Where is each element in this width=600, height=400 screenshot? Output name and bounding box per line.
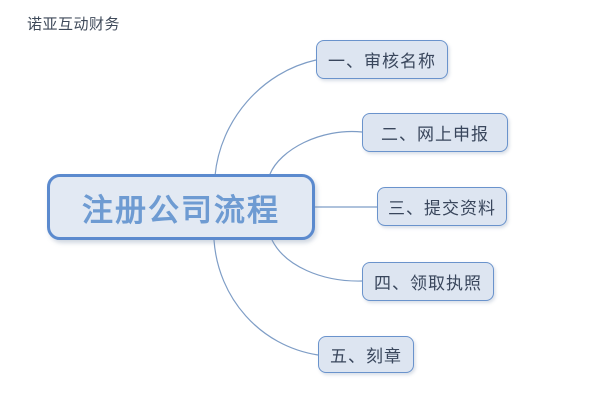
branch-node-3-label: 三、提交资料 <box>388 199 496 219</box>
branch-node-3[interactable]: 三、提交资料 <box>377 187 507 226</box>
branch-node-5[interactable]: 五、刻章 <box>318 336 414 373</box>
connector-to-branch-2 <box>269 130 363 175</box>
connector-to-branch-1 <box>214 59 317 177</box>
central-node[interactable]: 注册公司流程 <box>47 174 315 240</box>
watermark-text: 诺亚互动财务 <box>27 15 121 33</box>
connector-to-branch-5 <box>213 239 319 356</box>
branch-node-2-label: 二、网上申报 <box>381 125 489 145</box>
central-node-label: 注册公司流程 <box>82 192 280 229</box>
branch-node-1-label: 一、审核名称 <box>328 52 436 72</box>
connector-to-branch-4 <box>271 239 363 282</box>
branch-node-4[interactable]: 四、领取执照 <box>362 262 494 301</box>
branch-node-5-label: 五、刻章 <box>330 347 402 367</box>
branch-node-4-label: 四、领取执照 <box>374 274 482 294</box>
branch-node-1[interactable]: 一、审核名称 <box>316 40 448 79</box>
branch-node-2[interactable]: 二、网上申报 <box>362 113 508 152</box>
